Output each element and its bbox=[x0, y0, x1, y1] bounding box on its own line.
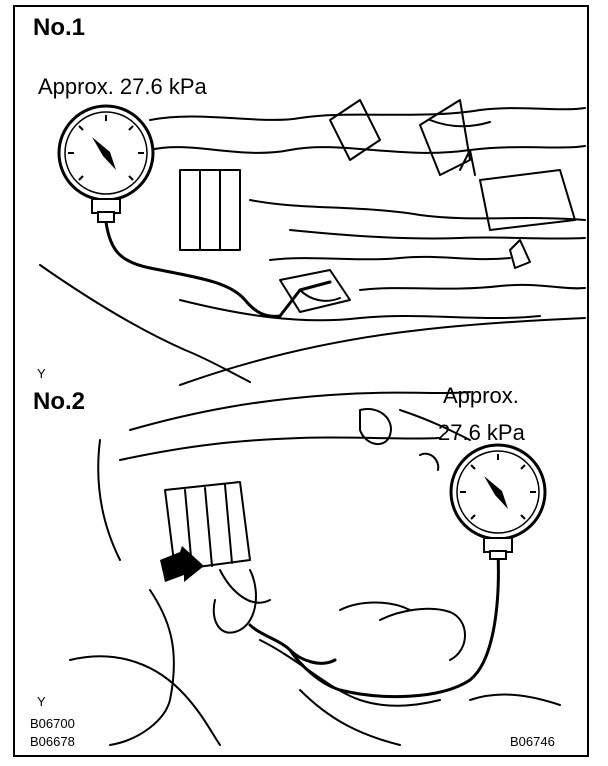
panel-1-label: No.1 bbox=[33, 14, 86, 41]
panel-1-marker: Y bbox=[37, 366, 46, 381]
figure-code-right: B06746 bbox=[510, 734, 555, 749]
direction-arrow bbox=[160, 546, 204, 582]
panel-1-pressure-annotation: Approx. 27.6 kPa bbox=[38, 74, 207, 99]
figure-code-left-1: B06700 bbox=[30, 716, 75, 731]
figure-code-left-2: B06678 bbox=[30, 734, 75, 749]
gauge-2-hose bbox=[248, 550, 500, 699]
panel-2-annotation-line2: 27.6 kPa bbox=[438, 420, 525, 445]
panel-2-marker: Y bbox=[37, 694, 46, 709]
gauge-1-hose bbox=[104, 220, 282, 318]
panel-2-annotation-line1: Approx. bbox=[443, 383, 519, 408]
figure-frame bbox=[13, 5, 589, 757]
panel-2-label: No.2 bbox=[33, 388, 86, 415]
pressure-gauge-1 bbox=[57, 104, 155, 223]
pressure-gauge-2 bbox=[449, 443, 547, 560]
engine-sketch-1 bbox=[39, 99, 586, 386]
engine-sketch-2 bbox=[69, 391, 561, 746]
